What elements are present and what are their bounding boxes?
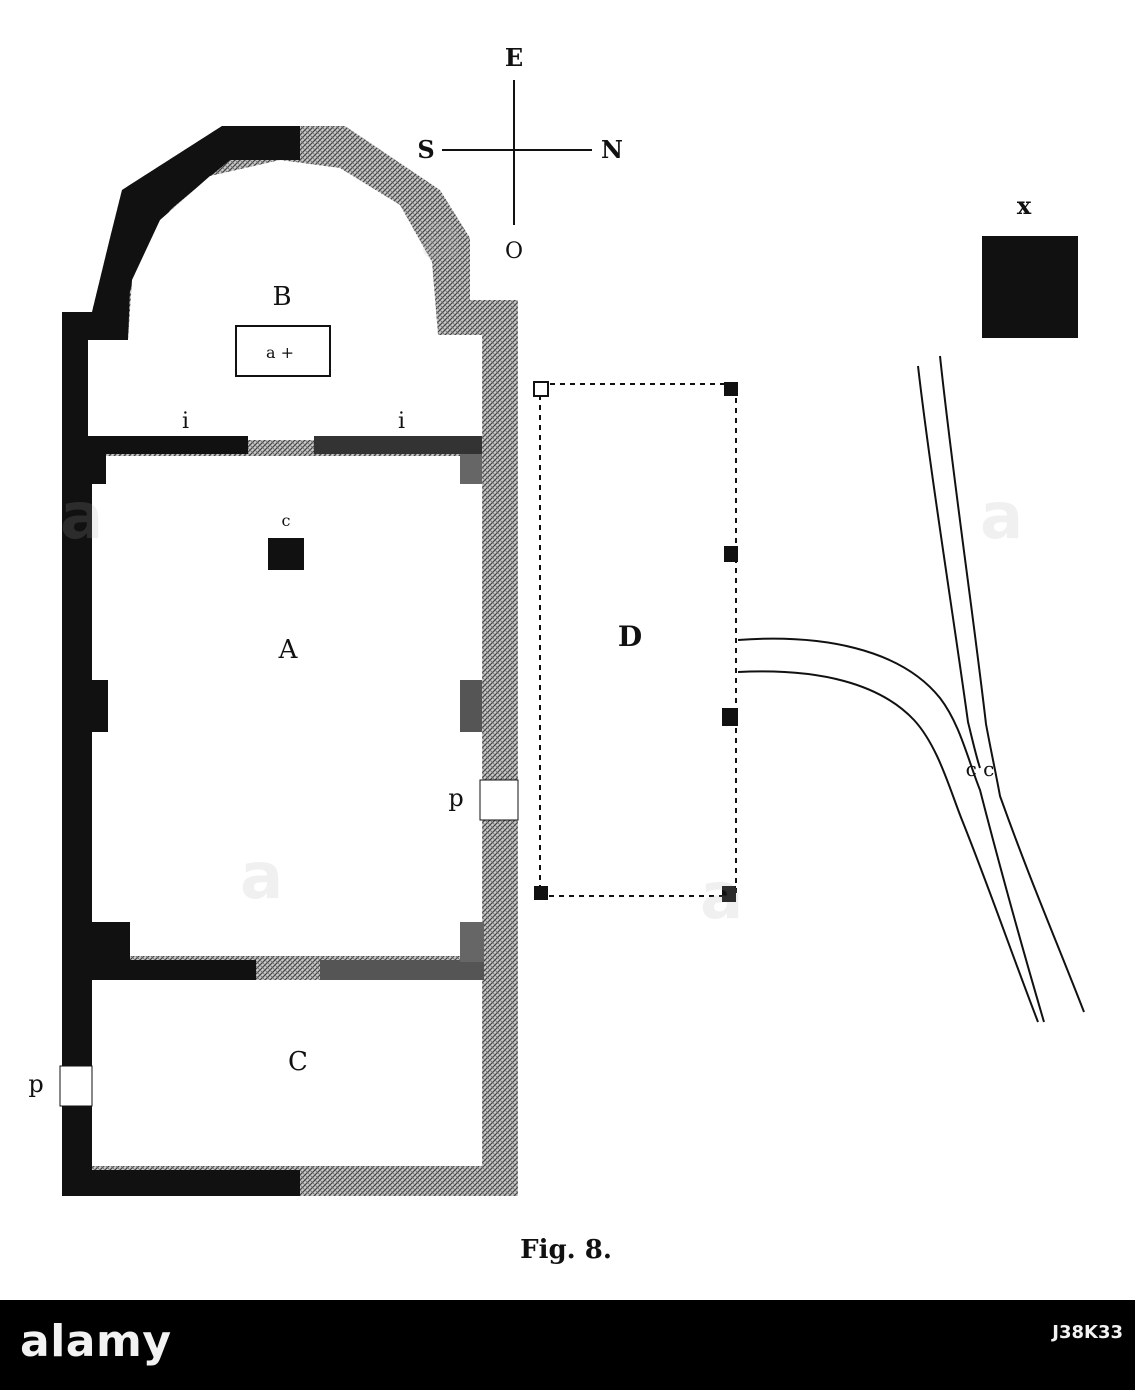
door-right-label: p: [448, 784, 463, 812]
portico-post: [533, 381, 549, 397]
portico-post: [724, 382, 738, 396]
door-left-opening: [59, 1065, 93, 1107]
water-channels: [737, 355, 1085, 1023]
compass-east-label: E: [505, 43, 523, 72]
portico-post: [722, 708, 738, 726]
portico-post: [724, 546, 738, 562]
channel-junction-label: c c: [966, 757, 995, 781]
nave-interior: [92, 456, 482, 956]
narthex-interior: [92, 980, 482, 1166]
compass-north-label: N: [601, 135, 623, 164]
pilaster-ne: [460, 922, 484, 962]
portico-post: [534, 886, 548, 900]
compass-west-label: O: [505, 239, 523, 264]
church-walls: [59, 126, 519, 1196]
column: [268, 538, 304, 570]
iconostasis-left-label: i: [182, 409, 189, 434]
pilaster-w-mid: [92, 680, 108, 732]
narthex-wall-left: [92, 960, 256, 980]
column-label: c: [282, 511, 291, 530]
image-id: J38K33: [1052, 1322, 1123, 1343]
iconostasis-wall-left: [86, 436, 248, 454]
nave-label: A: [278, 635, 299, 665]
compass-south-label: S: [417, 135, 434, 164]
iconostasis-wall-right: [314, 436, 482, 454]
apse-interior: [88, 160, 482, 440]
portico-post: [722, 886, 736, 902]
floor-plan-diagram: E S N O: [28, 43, 1085, 1265]
iconostasis-right-label: i: [398, 409, 405, 434]
isolated-block: [982, 236, 1078, 338]
pilaster-e-mid: [460, 680, 482, 732]
narthex-wall-right: [320, 960, 484, 980]
apse-label: B: [272, 282, 291, 312]
pilaster-sw: [92, 454, 106, 484]
pilaster-nw: [92, 922, 130, 962]
narthex-label: C: [288, 1047, 308, 1077]
portico-label: D: [618, 620, 642, 653]
door-right-opening: [479, 779, 519, 821]
door-left-label: p: [28, 1070, 43, 1098]
stock-photo-footer: alamy J38K33: [0, 1300, 1135, 1390]
isolated-block-label: x: [1017, 191, 1032, 220]
altar-box: [235, 325, 331, 377]
pilaster-ne-top: [460, 454, 482, 484]
figure-caption: Fig. 8.: [520, 1235, 612, 1265]
compass-rose: E S N O: [417, 43, 623, 264]
portico: [533, 381, 738, 902]
altar-label: a +: [266, 343, 294, 362]
alamy-logo[interactable]: alamy: [20, 1316, 172, 1367]
